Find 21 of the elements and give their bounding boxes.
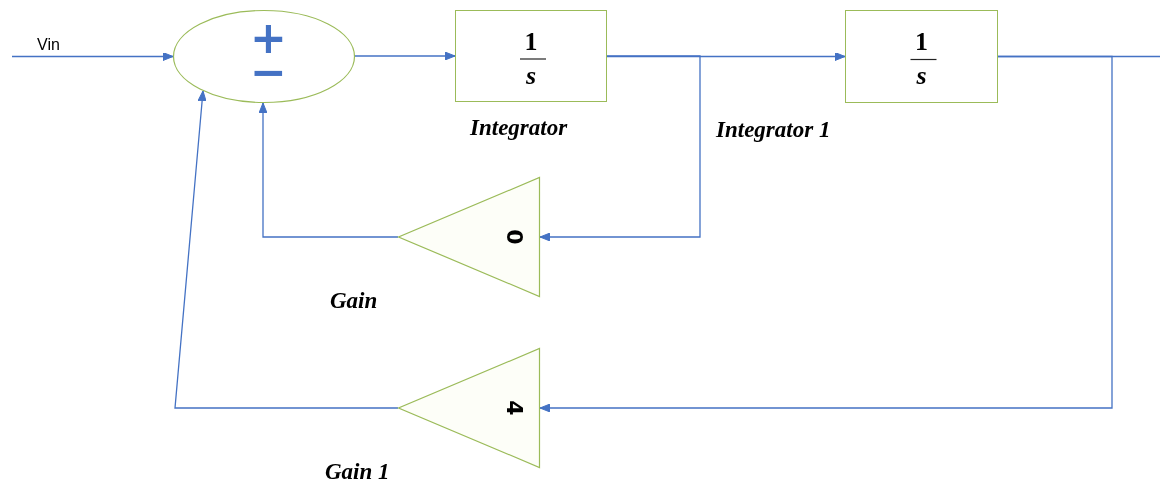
integrator-block — [455, 10, 607, 102]
arrow — [354, 51, 456, 61]
arrow — [258, 102, 399, 238]
gain-value: 0 — [502, 229, 525, 245]
block-caption: Integrator 1 — [716, 118, 831, 141]
numerator: 1 — [523, 29, 539, 55]
denominator: s — [524, 63, 538, 89]
summing-junction — [173, 10, 355, 103]
arrow — [174, 90, 399, 409]
block-caption: Integrator — [470, 116, 568, 139]
integrator-block — [845, 10, 998, 103]
gain-value: 4 — [502, 400, 525, 416]
gain-triangle — [398, 177, 540, 297]
arrow — [539, 55, 1113, 413]
numerator: 1 — [914, 29, 929, 55]
denominator: s — [915, 63, 928, 89]
block-caption: Gain 1 — [325, 460, 390, 483]
arrow — [539, 55, 701, 242]
arrow — [11, 52, 174, 61]
gain-triangle — [398, 348, 540, 468]
block-caption: Gain — [330, 289, 378, 312]
